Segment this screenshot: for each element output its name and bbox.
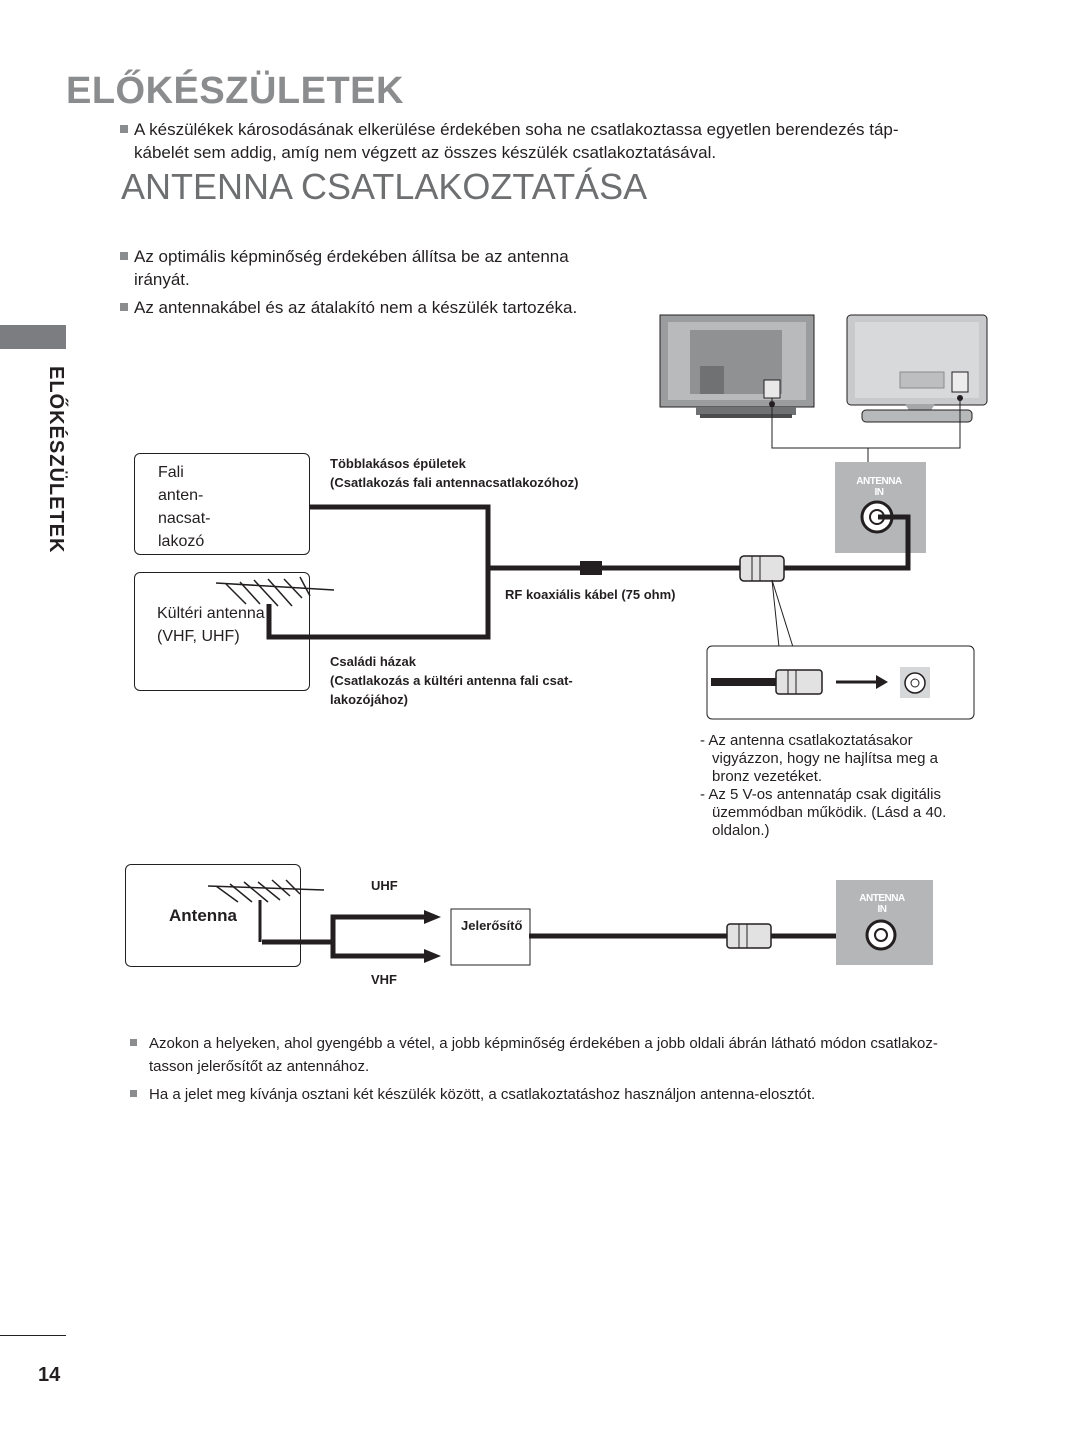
vhf-label: VHF <box>371 972 397 987</box>
wall-socket-box <box>134 453 310 555</box>
booster-antenna-icon <box>207 879 325 942</box>
splitter-tip: Ha a jelet meg kívánja osztani két készü… <box>130 1083 995 1106</box>
sidebar-label: ELŐKÉSZÜLETEK <box>45 366 67 554</box>
outdoor-antenna-box <box>134 572 310 691</box>
bullet-square-icon <box>130 1090 137 1097</box>
intro-line-2: kábelét sem addig, amíg nem végzett az ö… <box>134 143 717 162</box>
bullet-square-icon <box>120 303 128 311</box>
section-bullet-2: Az antennakábel és az átalakító nem a ké… <box>120 296 577 319</box>
section-bullet-1-line-1: Az optimális képminőség érdekében állíts… <box>134 247 569 266</box>
intro-line-1: A készülékek károsodásának elkerülése ér… <box>134 120 899 139</box>
bullet-square-icon <box>120 125 128 133</box>
connection-notes: - Az antenna csatlakoztatásakor vigyázzo… <box>700 732 990 840</box>
page-title: ELŐKÉSZÜLETEK <box>66 70 404 112</box>
booster-label: Jelerősítő <box>461 918 523 933</box>
bullet-square-icon <box>120 252 128 260</box>
booster-box <box>450 908 531 966</box>
section-bullet-2-text: Az antennakábel és az átalakító nem a ké… <box>134 298 578 317</box>
section-bullet-1-line-2: irányát. <box>134 270 190 289</box>
outdoor-antenna-icon <box>215 576 335 607</box>
antenna-box <box>125 864 301 967</box>
multi-unit-label: Többlakásos épületek (Csatlakozás fali a… <box>330 456 579 490</box>
family-house-label: Családi házak (Csatlakozás a kültéri ant… <box>330 654 573 707</box>
section-bullet-1: Az optimális képminőség érdekében állíts… <box>120 245 569 291</box>
page-number: 14 <box>38 1364 61 1386</box>
section-title: ANTENNA CSATLAKOZTATÁSA <box>121 166 648 207</box>
booster-tip: Azokon a helyeken, ahol gyengébb a vétel… <box>130 1032 995 1078</box>
note-2: - Az 5 V-os antennatáp csak digitális üz… <box>700 786 947 839</box>
note-1: - Az antenna csatlakoztatásakor vigyázzo… <box>700 732 938 785</box>
antenna-in-label: ANTENNA IN <box>856 476 902 498</box>
tv-rear-right-icon <box>846 314 988 423</box>
antenna-in-label-2: ANTENNA IN <box>859 893 905 915</box>
intro-bullet: A készülékek károsodásának elkerülése ér… <box>120 118 899 164</box>
outdoor-antenna-label: Kültéri antenna (VHF, UHF) <box>157 605 265 645</box>
bullet-square-icon <box>130 1039 137 1046</box>
tv-rear-left-icon <box>659 314 815 418</box>
coaxial-cable <box>266 504 911 640</box>
cable-label: RF koaxiális kábel (75 ohm) <box>505 587 676 602</box>
antenna-label: Antenna <box>169 906 237 925</box>
wall-socket-label: Fali anten- nacsat- lakozó <box>158 464 211 550</box>
sidebar-tab <box>0 325 66 349</box>
uhf-label: UHF <box>371 878 398 893</box>
footer-rule <box>0 1335 66 1336</box>
booster-cables <box>262 914 428 959</box>
